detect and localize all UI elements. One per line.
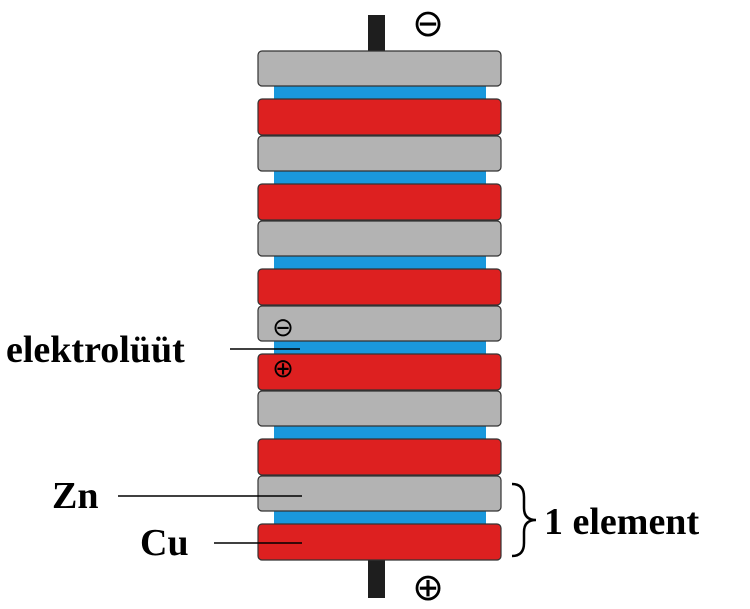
zinc-plate	[257, 305, 502, 342]
electrolyte-label: elektrolüüt	[6, 329, 185, 371]
bottom-terminal-plus-sign: ⊕	[412, 565, 444, 609]
copper-plate	[257, 268, 502, 306]
copper-plate	[257, 183, 502, 221]
electrolyte-layer	[274, 340, 486, 355]
zinc-plate	[257, 390, 502, 427]
copper-plate-plus-sign: ⊕	[272, 354, 294, 384]
zinc-plate	[257, 135, 502, 172]
top-terminal-minus-sign: ⊖	[412, 1, 444, 45]
copper-label: Cu	[140, 522, 189, 564]
bottom-terminal	[368, 558, 385, 598]
copper-plate	[257, 353, 502, 391]
zinc-plate	[257, 475, 502, 512]
zinc-plate	[257, 220, 502, 257]
copper-plate	[257, 98, 502, 136]
electrolyte-layer	[274, 85, 486, 100]
zinc-plate-minus-sign: ⊖	[272, 313, 294, 343]
element-brace	[511, 482, 537, 558]
element-label: 1 element	[544, 501, 699, 543]
zinc-plate	[257, 50, 502, 87]
zinc-label: Zn	[52, 475, 98, 517]
copper-plate	[257, 523, 502, 561]
electrolyte-layer	[274, 510, 486, 525]
electrolyte-layer	[274, 255, 486, 270]
copper-plate	[257, 438, 502, 476]
electrolyte-layer	[274, 425, 486, 440]
electrolyte-layer	[274, 170, 486, 185]
top-terminal	[368, 15, 385, 53]
